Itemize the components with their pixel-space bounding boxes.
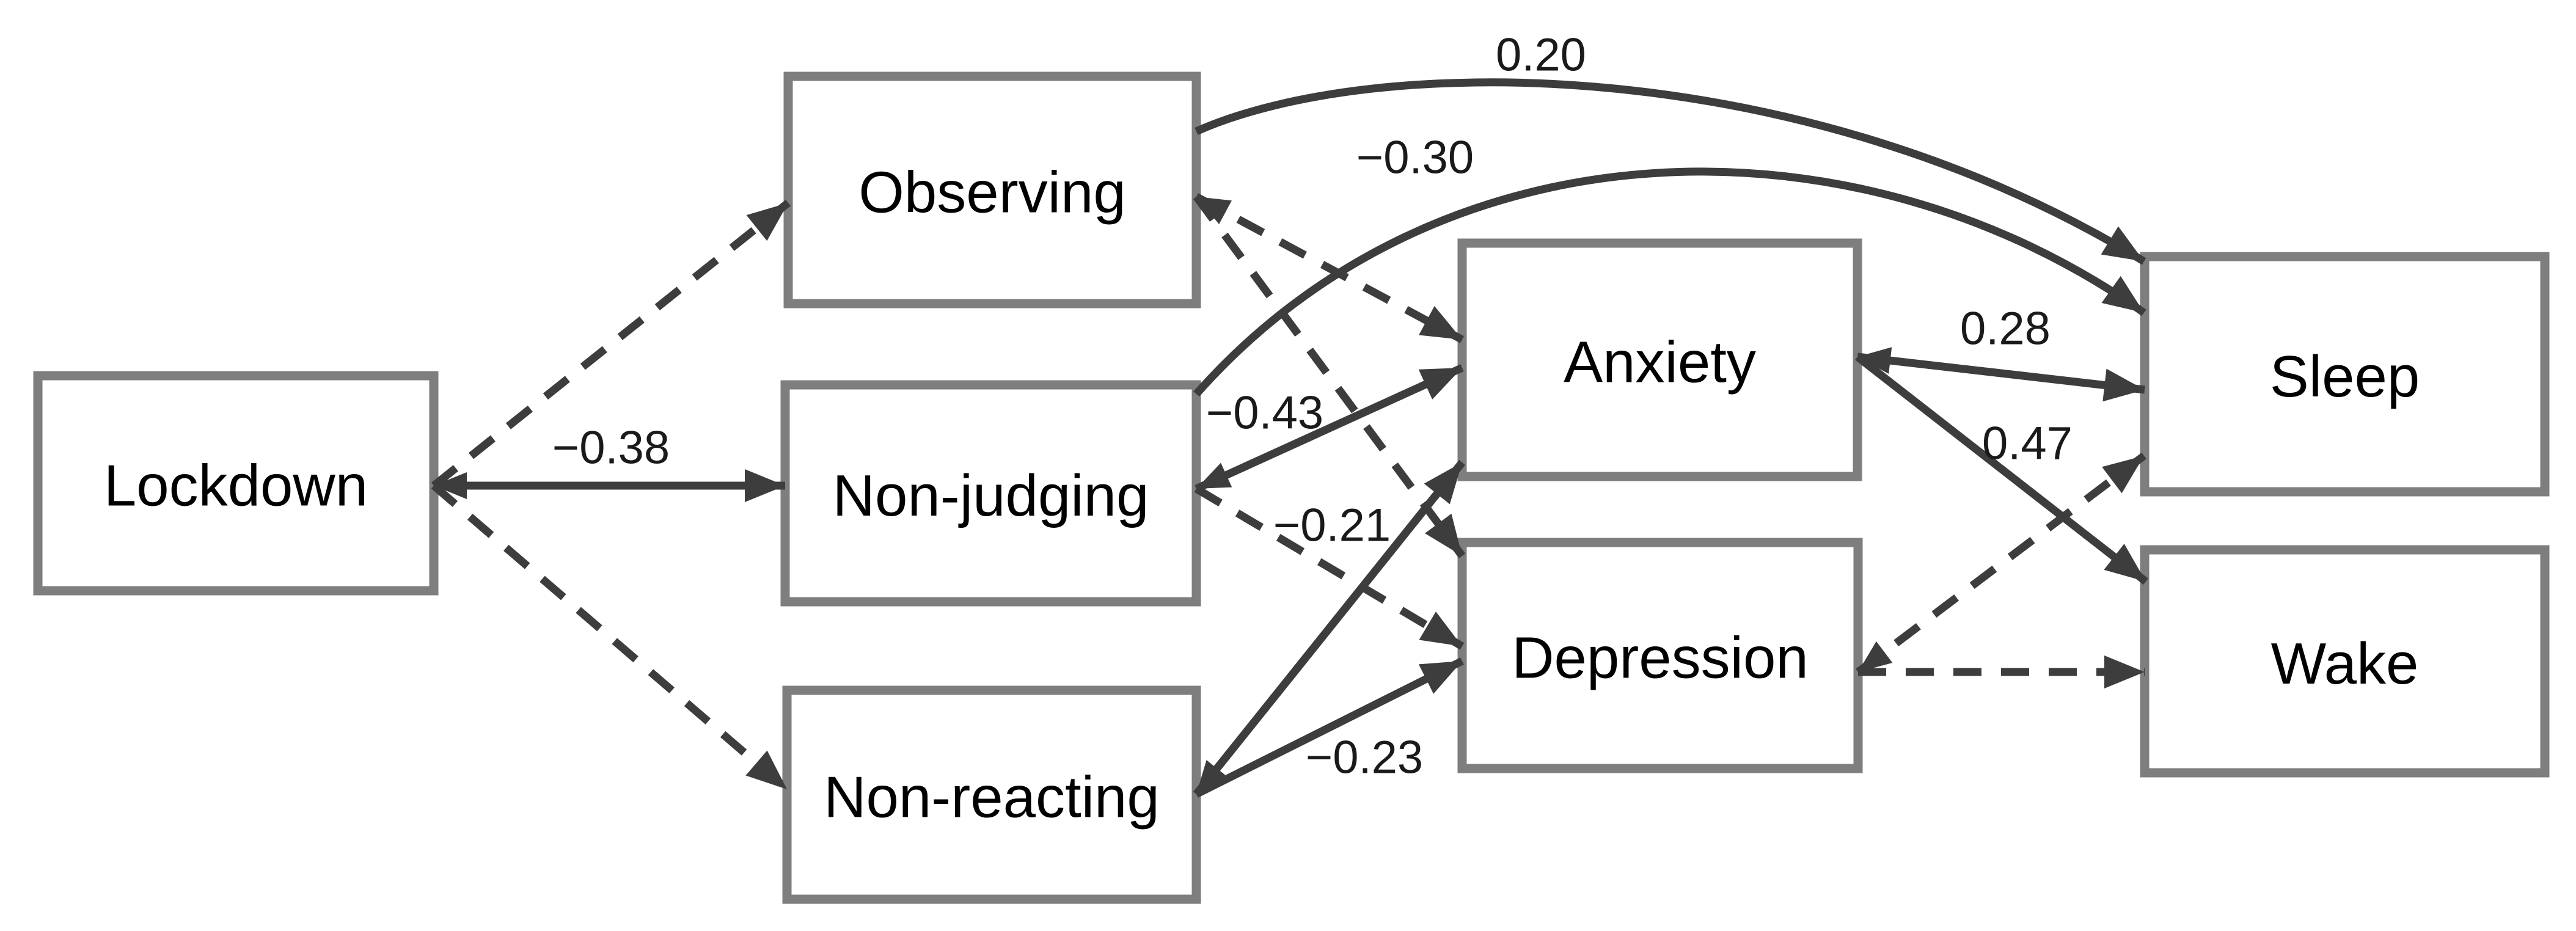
arrowhead-lockdown-nonreacting-end: [745, 750, 787, 789]
edge-nonreacting-depression: [1195, 657, 1464, 798]
arrowhead-observing-sleep-end: [2101, 226, 2144, 261]
node-box-lockdown: [33, 371, 439, 596]
arrowhead-observing-anxiety-end: [1419, 305, 1462, 340]
edge-lockdown-observing: [431, 199, 791, 489]
arrowhead-depression-sleep-start: [1858, 641, 1893, 672]
edge-observing-depression: [1193, 194, 1466, 558]
arrowhead-anxiety-wake-end: [2104, 544, 2146, 582]
node-box-observing: [783, 71, 1201, 309]
edge-lockdown-nonreacting: [431, 483, 790, 792]
arrowhead-nonreacting-anxiety-start: [1196, 760, 1228, 794]
node-box-sleep: [2140, 252, 2550, 497]
node-label-observing: Observing: [858, 160, 1126, 225]
node-box-non-judging: [780, 380, 1201, 607]
arrowhead-anxiety-sleep-start: [1857, 347, 1892, 374]
arrowhead-nonjudging-anxiety-end: [1418, 368, 1462, 400]
arrowhead-depression-sleep-end: [2102, 456, 2144, 494]
arrowhead-lockdown-observing-end: [746, 203, 788, 241]
arrowhead-nonreacting-anxiety-end: [1424, 462, 1462, 505]
edges-layer: [431, 78, 2148, 798]
arrowhead-nonreacting-depression-end: [1418, 661, 1462, 694]
edge-label-anxiety-wake: 0.47: [1982, 418, 2073, 470]
edge-label-nonreacting-depression: −0.23: [1306, 732, 1423, 784]
edge-label-nonjudging-anxiety: −0.43: [1206, 387, 1323, 439]
arrowhead-lockdown-nonjudging-end: [745, 469, 785, 502]
nodes-layer: Lockdown ObservingNon-judgingNon-reacting…: [33, 71, 2550, 904]
edge-nonjudging-sleep: [1193, 167, 2146, 397]
node-box-non-reacting: [782, 685, 1201, 904]
arrowhead-nonjudging-anxiety-start: [1196, 462, 1232, 489]
edge-label-lockdown-nonjudging: −0.38: [552, 422, 670, 474]
arrowhead-nonjudging-sleep-end: [2101, 276, 2144, 313]
edge-labels-layer: −0.38 −0.43 −0.21 −0.23 0.28 0.47 0.20 −0.30: [552, 29, 2073, 784]
edge-nonjudging-depression: [1194, 485, 1465, 650]
node-label-sleep: Sleep: [2270, 344, 2420, 409]
node-label-depression: Depression: [1512, 626, 1809, 691]
arrowhead-depression-wake-end: [2104, 655, 2145, 688]
edge-nonreacting-anxiety: [1193, 459, 1466, 797]
arrowhead-nonjudging-depression-end: [1419, 612, 1462, 646]
edge-observing-anxiety: [1194, 193, 1465, 343]
node-label-non-judging: Non-judging: [833, 463, 1149, 528]
node-box-wake: [2140, 545, 2550, 778]
edge-label-nonjudging-sleep: −0.30: [1356, 132, 1474, 184]
edge-label-nonjudging-depression: −0.21: [1273, 500, 1391, 552]
node-box-depression: [1457, 538, 1863, 773]
arrowhead-anxiety-sleep-end: [2102, 368, 2145, 402]
node-label-anxiety: Anxiety: [1564, 330, 1756, 395]
edge-label-observing-sleep: 0.20: [1496, 29, 1586, 81]
edge-depression-sleep: [1856, 452, 2146, 676]
edge-label-anxiety-sleep: 0.28: [1960, 303, 2051, 355]
edge-nonjudging-anxiety: [1195, 364, 1464, 492]
arrowhead-lockdown-nonjudging-start: [434, 472, 467, 499]
node-box-anxiety: [1457, 238, 1862, 481]
node-label-non-reacting: Non-reacting: [824, 765, 1160, 830]
arrowhead-observing-depression-end: [1425, 513, 1462, 556]
edge-anxiety-wake: [1855, 353, 2148, 585]
node-label-wake: Wake: [2271, 631, 2419, 696]
node-label-lockdown: Lockdown: [104, 453, 368, 519]
edge-anxiety-sleep: [1857, 352, 2145, 394]
edge-observing-sleep: [1195, 78, 2146, 265]
